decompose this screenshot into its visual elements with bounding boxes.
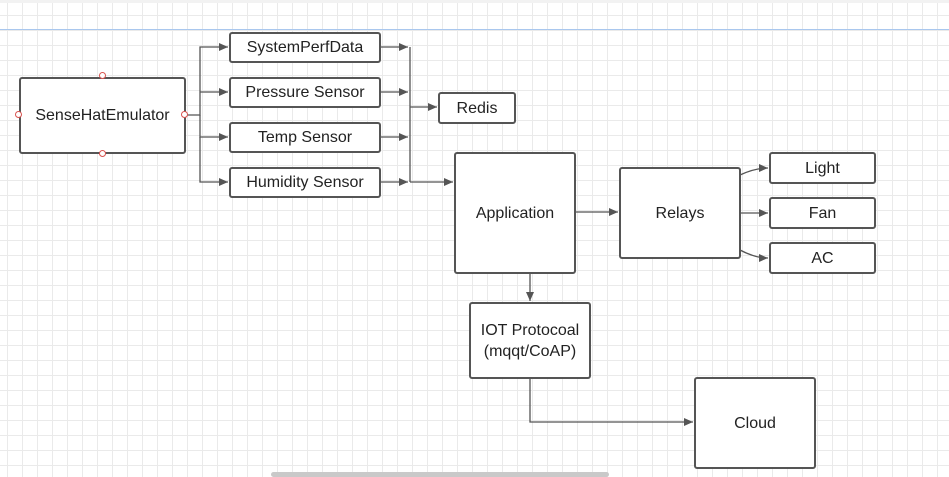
node-ac[interactable]: AC	[769, 242, 876, 274]
node-sensehat-emulator[interactable]: SenseHatEmulator	[19, 77, 186, 154]
node-label: SenseHatEmulator	[35, 107, 170, 124]
node-redis[interactable]: Redis	[438, 92, 516, 124]
edge-sensehat-to-humidity[interactable]	[199, 137, 228, 186]
node-label: Humidity Sensor	[246, 174, 364, 191]
node-iot-protocol[interactable]: IOT Protocoal (mqqt/CoAP)	[469, 302, 591, 379]
canvas-top-edge	[0, 0, 949, 3]
node-cloud[interactable]: Cloud	[694, 377, 816, 469]
node-label: Redis	[456, 99, 498, 117]
node-label: Fan	[808, 204, 837, 222]
node-label: Relays	[655, 204, 705, 222]
edge-relays-to-ac[interactable]	[739, 249, 769, 262]
node-systemperfdata[interactable]: SystemPerfData	[229, 32, 381, 63]
edge-iot-to-cloud[interactable]	[529, 378, 693, 426]
selection-handle-left[interactable]	[15, 111, 22, 118]
node-light[interactable]: Light	[769, 152, 876, 184]
horizontal-scrollbar[interactable]	[271, 472, 609, 477]
node-label: IOT Protocoal (mqqt/CoAP)	[480, 321, 580, 360]
node-label: AC	[811, 249, 834, 267]
edge-sensehat-to-systemperf[interactable]	[185, 43, 228, 116]
node-label: SystemPerfData	[246, 39, 364, 56]
selection-handle-bottom[interactable]	[99, 150, 106, 157]
edge-relays-to-light[interactable]	[739, 164, 769, 176]
node-label: Temp Sensor	[257, 129, 353, 146]
selection-handle-right[interactable]	[181, 111, 188, 118]
node-temp-sensor[interactable]: Temp Sensor	[229, 122, 381, 153]
node-application[interactable]: Application	[454, 152, 576, 274]
edge-sensehat-to-temp[interactable]	[199, 115, 228, 141]
node-humidity-sensor[interactable]: Humidity Sensor	[229, 167, 381, 198]
node-pressure-sensor[interactable]: Pressure Sensor	[229, 77, 381, 108]
node-label: Pressure Sensor	[245, 84, 365, 101]
node-label: Application	[475, 204, 555, 222]
alignment-guide-line	[0, 29, 949, 30]
node-label: Light	[805, 159, 840, 177]
node-fan[interactable]: Fan	[769, 197, 876, 229]
node-label: Cloud	[734, 414, 776, 432]
selection-handle-top[interactable]	[99, 72, 106, 79]
node-relays[interactable]: Relays	[619, 167, 741, 259]
